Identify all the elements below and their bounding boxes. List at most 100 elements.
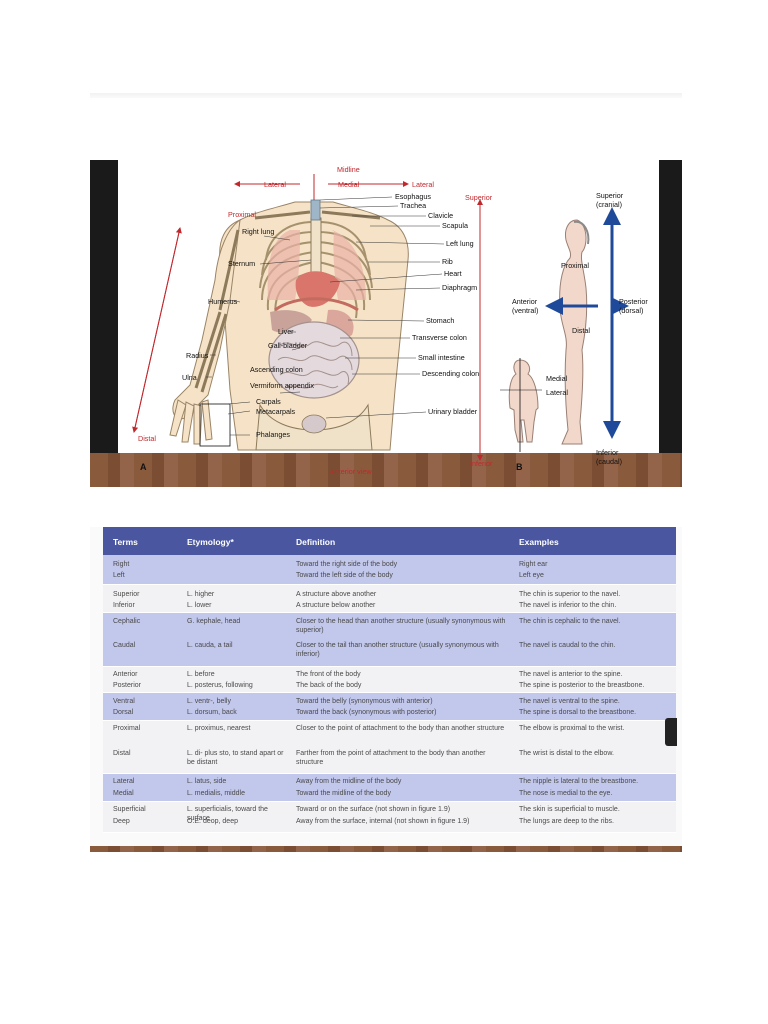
term-cell: Caudal <box>113 642 135 651</box>
label-heart: Heart <box>444 269 462 278</box>
header-terms: Terms <box>113 537 138 547</box>
etymology-cell: L. di- plus sto, to stand apart or be di… <box>187 750 287 767</box>
term-cell: Distal <box>113 750 131 759</box>
etymology-cell: L. medialis, middle <box>187 790 287 799</box>
label-diaphragm: Diaphragm <box>442 283 477 292</box>
label-distal: Distal <box>138 434 156 443</box>
definition-cell: Closer to the tail than another structur… <box>296 642 511 659</box>
etymology-cell: L. cauda, a tail <box>187 642 287 651</box>
definition-cell: Toward the right side of the body <box>296 561 511 570</box>
label-phalanges: Phalanges <box>256 430 290 439</box>
label-radius: Radius <box>186 351 209 360</box>
header-etymology: Etymology* <box>187 537 287 547</box>
label-right-lung: Right lung <box>242 227 274 236</box>
example-cell: The navel is ventral to the spine. <box>519 698 674 707</box>
header-examples: Examples <box>519 537 674 547</box>
term-cell: Inferior <box>113 602 135 611</box>
definition-cell: Farther from the point of attachment to … <box>296 750 511 767</box>
etymology-cell: L. latus, side <box>187 778 287 787</box>
example-cell: Right ear <box>519 561 674 570</box>
label-carpals: Carpals <box>256 397 281 406</box>
definition-cell: A structure above another <box>296 591 511 600</box>
table-header: Terms Etymology* Definition Examples <box>103 527 676 555</box>
definition-cell: Toward the left side of the body <box>296 572 511 581</box>
definition-cell: Toward the belly (synonymous with anteri… <box>296 698 511 707</box>
label-lateral-right: Lateral <box>412 180 434 189</box>
label-gallbladder: Gall-bladder <box>268 341 308 350</box>
example-cell: The nose is medial to the eye. <box>519 790 674 799</box>
label-descending-colon: Descending colon <box>422 369 479 378</box>
example-cell: The navel is caudal to the chin. <box>519 642 674 651</box>
panel-a-letter: A <box>140 462 147 472</box>
label-metacarpals: Metacarpals <box>256 407 296 416</box>
term-cell: Cephalic <box>113 618 140 627</box>
definition-cell: Toward or on the surface (not shown in f… <box>296 806 511 815</box>
etymology-cell: L. posterus, following <box>187 682 287 691</box>
label-medial: Medial <box>338 180 360 189</box>
etymology-cell: L. before <box>187 671 287 680</box>
row-separator <box>103 832 676 833</box>
term-cell: Anterior <box>113 671 138 680</box>
label-stomach: Stomach <box>426 316 454 325</box>
etymology-cell: L. higher <box>187 591 287 600</box>
term-cell: Deep <box>113 818 130 827</box>
anatomy-illustration: Midline Lateral Medial Lateral Proximal … <box>90 160 682 487</box>
definition-cell: Away from the midline of the body <box>296 778 511 787</box>
label-b-distal: Distal <box>572 326 590 335</box>
example-cell: The spine is dorsal to the breastbone. <box>519 709 674 718</box>
label-liver: Liver <box>278 327 294 336</box>
table-body: Right Toward the right side of the body Ri… <box>103 555 676 833</box>
label-left-lung: Left lung <box>446 239 474 248</box>
anatomy-figure-image: Midline Lateral Medial Lateral Proximal … <box>90 160 682 487</box>
label-trachea: Trachea <box>400 201 426 210</box>
example-cell: The navel is anterior to the spine. <box>519 671 674 680</box>
definition-cell: The back of the body <box>296 682 511 691</box>
side-scroll-tab[interactable] <box>665 718 677 746</box>
definition-cell: A structure below another <box>296 602 511 611</box>
example-cell: The lungs are deep to the ribs. <box>519 818 674 827</box>
label-transverse-colon: Transverse colon <box>412 333 467 342</box>
definition-cell: Toward the back (synonymous with posteri… <box>296 709 511 718</box>
label-midline: Midline <box>337 165 360 174</box>
label-b-superior: Superior <box>596 191 624 200</box>
table-row-group: Right Toward the right side of the body Ri… <box>103 555 676 584</box>
label-b-dorsal: (dorsal) <box>619 306 643 315</box>
header-definition: Definition <box>296 537 511 547</box>
label-rib: Rib <box>442 257 453 266</box>
term-cell: Proximal <box>113 725 140 734</box>
panel-b-illustration <box>500 210 626 452</box>
label-b-inferior: Inferior <box>596 448 619 457</box>
term-cell: Left <box>113 572 125 581</box>
label-vermiform-appendix: Vermiform appendix <box>250 381 314 390</box>
definition-cell: Closer to the point of attachment to the… <box>296 725 511 734</box>
definition-cell: The front of the body <box>296 671 511 680</box>
example-cell: Left eye <box>519 572 674 581</box>
etymology-cell: G. kephale, head <box>187 618 287 627</box>
label-b-lateral: Lateral <box>546 388 568 397</box>
term-cell: Ventral <box>113 698 135 707</box>
table-row-group: AnteriorL. beforeThe front of the bodyTh… <box>103 667 676 692</box>
definition-cell: Away from the surface, internal (not sho… <box>296 818 511 827</box>
term-cell: Superficial <box>113 806 146 815</box>
example-cell: The spine is posterior to the breastbone… <box>519 682 674 691</box>
definition-cell: Toward the midline of the body <box>296 790 511 799</box>
term-cell: Right <box>113 561 129 570</box>
label-sternum: Sternum <box>228 259 255 268</box>
etymology-cell: L. lower <box>187 602 287 611</box>
etymology-cell: L. ventr-, belly <box>187 698 287 707</box>
label-small-intestine: Small intestine <box>418 353 465 362</box>
label-proximal: Proximal <box>228 210 256 219</box>
wood-floor-backdrop <box>90 846 682 852</box>
example-cell: The nipple is lateral to the breastbone. <box>519 778 674 787</box>
label-b-ventral: (ventral) <box>512 306 538 315</box>
example-cell: The chin is cephalic to the navel. <box>519 618 674 627</box>
label-anterior-view: Anterior view <box>330 467 372 476</box>
example-cell: The skin is superficial to muscle. <box>519 806 674 815</box>
label-b-posterior: Posterior <box>619 297 648 306</box>
label-esophagus: Esophagus <box>395 192 431 201</box>
label-urinary-bladder: Urinary bladder <box>428 407 478 416</box>
etymology-cell: L. dorsum, back <box>187 709 287 718</box>
table-row-group: SuperficialL. superficialis, toward the … <box>103 802 676 832</box>
label-b-caudal: (caudal) <box>596 457 622 466</box>
